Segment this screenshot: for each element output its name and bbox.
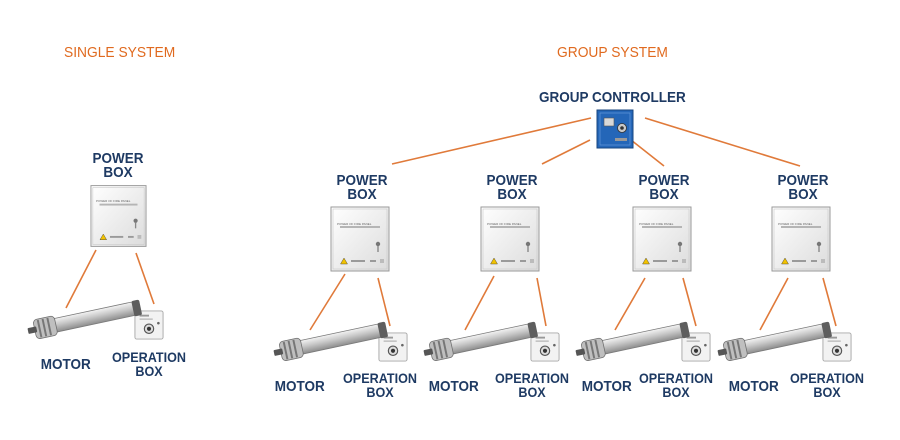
operation-box-label: OPERATION BOX: [340, 371, 421, 399]
operation-box-label: OPERATION BOX: [787, 371, 868, 399]
motor-label: MOTOR: [40, 356, 91, 373]
power-box-label: POWER BOX: [326, 172, 398, 203]
power-box-panel-text: POWER OF FIRE PANEL: [778, 222, 813, 226]
power-box-icon: [632, 206, 692, 272]
power-box-panel-text: POWER OF FIRE PANEL: [337, 222, 372, 226]
power-box-label-line1: POWER: [638, 172, 690, 189]
power-box-label-line1: POWER: [92, 150, 144, 167]
power-box-icon: [771, 206, 831, 272]
operation-box-label-line1: OPERATION: [495, 370, 569, 386]
power-box-label: POWER BOX: [767, 172, 839, 203]
power-box-label-line2: BOX: [497, 186, 527, 203]
power-box-label: POWER BOX: [628, 172, 700, 203]
operation-box-label-line2: BOX: [813, 384, 841, 400]
power-box-label-line2: BOX: [788, 186, 818, 203]
motor-label: MOTOR: [728, 378, 779, 395]
operation-box-label: OPERATION BOX: [109, 350, 190, 378]
power-box-label-line1: POWER: [777, 172, 829, 189]
single-system-heading: SINGLE SYSTEM: [64, 44, 176, 61]
motor-icon: [716, 320, 834, 364]
operation-box-label-line1: OPERATION: [639, 370, 713, 386]
power-box-panel-text: POWER OF FIRE PANEL: [639, 222, 674, 226]
operation-box-label-line1: OPERATION: [343, 370, 417, 386]
operation-box-label-line2: BOX: [662, 384, 690, 400]
operation-box-label-line2: BOX: [135, 363, 163, 379]
power-box-icon: [90, 185, 147, 247]
power-box-label: POWER BOX: [476, 172, 548, 203]
motor-label: MOTOR: [274, 378, 325, 395]
power-box-panel-text: POWER OF FIRE PANEL: [96, 199, 131, 203]
motor-icon: [26, 298, 144, 342]
motor-label: MOTOR: [581, 378, 632, 395]
motor-icon: [272, 320, 390, 364]
motor-label: MOTOR: [428, 378, 479, 395]
operation-box-label-line1: OPERATION: [790, 370, 864, 386]
group-controller-icon: [596, 109, 634, 149]
operation-box-label-line2: BOX: [366, 384, 394, 400]
group-controller-label: GROUP CONTROLLER: [539, 89, 686, 106]
group-system-heading: GROUP SYSTEM: [557, 44, 668, 61]
connector-lines: [65, 117, 837, 331]
operation-box-label-line2: BOX: [518, 384, 546, 400]
operation-box-label: OPERATION BOX: [492, 371, 573, 399]
power-box-icon: [480, 206, 540, 272]
power-box-label: POWER BOX: [82, 150, 154, 181]
power-box-icon: [330, 206, 390, 272]
power-box-panel-text: POWER OF FIRE PANEL: [487, 222, 522, 226]
operation-box-label: OPERATION BOX: [636, 371, 717, 399]
power-box-label-line1: POWER: [336, 172, 388, 189]
power-box-label-line2: BOX: [347, 186, 377, 203]
motor-icon: [574, 320, 692, 364]
power-box-label-line2: BOX: [649, 186, 679, 203]
motor-icon: [422, 320, 540, 364]
power-box-label-line1: POWER: [486, 172, 538, 189]
power-box-label-line2: BOX: [103, 164, 133, 181]
operation-box-label-line1: OPERATION: [112, 349, 186, 365]
